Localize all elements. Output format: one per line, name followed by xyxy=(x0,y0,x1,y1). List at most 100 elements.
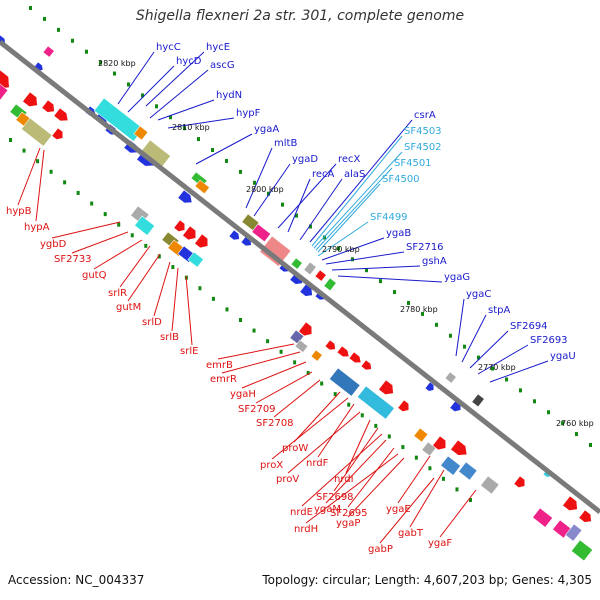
feature-layer xyxy=(0,34,593,562)
reverse-gene-label: gutQ xyxy=(82,270,107,281)
gene-block xyxy=(532,507,553,528)
gene-arrow xyxy=(177,189,193,204)
forward-gene-label: ygaB xyxy=(386,228,411,239)
reverse-gene-label: ygaF xyxy=(428,538,452,549)
tick-mark xyxy=(309,224,312,229)
forward-connector xyxy=(195,133,253,165)
gene-arrow-shape xyxy=(173,219,186,232)
forward-gene-label: ygaG xyxy=(444,272,470,283)
reverse-gene-label: emrR xyxy=(210,374,237,385)
reverse-connector xyxy=(439,489,477,538)
forward-gene-label: stpA xyxy=(488,305,510,316)
reverse-gene-label: proX xyxy=(260,460,283,471)
reverse-gene-label: SF2698 xyxy=(316,492,354,503)
forward-gene-label: ygaU xyxy=(550,351,576,362)
gene-block-shape xyxy=(259,235,292,267)
tick-mark xyxy=(337,246,340,251)
gene-block xyxy=(259,235,292,267)
gene-arrow xyxy=(432,435,447,451)
gene-arrow xyxy=(182,225,197,241)
gene-arrow-shape xyxy=(348,351,362,363)
tick-mark xyxy=(320,381,324,386)
tick-mark xyxy=(428,466,432,471)
forward-connector xyxy=(127,65,175,113)
tick-mark xyxy=(279,349,283,354)
reverse-connector xyxy=(397,455,431,504)
gene-arrow-shape xyxy=(41,99,55,113)
gene-arrow-shape xyxy=(578,509,592,523)
tick-mark xyxy=(435,322,438,327)
gene-block xyxy=(294,339,309,353)
tick-mark xyxy=(293,360,297,365)
reverse-gene-label: gabP xyxy=(368,544,393,555)
forward-connector xyxy=(331,265,421,271)
gene-arrow-shape xyxy=(360,359,372,371)
tick-mark xyxy=(463,344,466,349)
gene-arrow-shape xyxy=(177,189,193,204)
gene-arrow-shape xyxy=(51,127,64,140)
tick-mark xyxy=(469,498,472,502)
kbp-tick-label: 2800 kbp xyxy=(246,185,284,194)
reverse-gene-label: gutM xyxy=(116,302,141,313)
gene-block-shape xyxy=(480,475,500,495)
reverse-connector xyxy=(325,439,387,504)
reverse-gene-label: srlD xyxy=(142,317,162,328)
gene-arrow xyxy=(298,321,313,337)
forward-connector xyxy=(145,51,205,107)
tick-mark xyxy=(239,318,242,322)
gene-block xyxy=(444,371,457,384)
tick-mark xyxy=(441,476,445,481)
forward-connector xyxy=(321,237,385,261)
forward-gene-label: gshA xyxy=(422,256,447,267)
tick-mark xyxy=(198,286,202,291)
reverse-connector xyxy=(333,427,379,492)
tick-mark xyxy=(197,137,200,142)
tick-mark-layer xyxy=(9,6,592,502)
reverse-connector xyxy=(305,453,399,524)
gene-block xyxy=(133,125,149,141)
reverse-connector xyxy=(71,231,129,254)
tick-mark xyxy=(347,402,351,407)
gene-arrow xyxy=(578,509,592,523)
gene-block-shape xyxy=(133,125,149,141)
reverse-gene-label: nrdH xyxy=(294,524,318,535)
forward-connector xyxy=(167,117,235,129)
tick-mark xyxy=(155,104,158,109)
forward-gene-label: recX xyxy=(338,154,361,165)
forward-gene-label: SF4503 xyxy=(404,126,442,137)
forward-gene-label: SF2694 xyxy=(510,321,548,332)
tick-mark xyxy=(374,423,378,428)
tick-mark xyxy=(401,445,405,450)
forward-connector xyxy=(461,314,487,363)
gene-block xyxy=(571,539,593,562)
tick-mark xyxy=(9,138,12,142)
tick-mark xyxy=(117,222,121,227)
kbp-tick-label: 2770 kbp xyxy=(478,363,516,372)
tick-mark xyxy=(141,93,144,98)
gene-block-shape xyxy=(194,179,210,195)
reverse-connector xyxy=(185,275,193,346)
forward-gene-label: SF4500 xyxy=(382,174,420,185)
genome-summary-text: Topology: circular; Length: 4,607,203 bp… xyxy=(262,573,592,587)
gene-block-shape xyxy=(290,257,303,270)
tick-mark xyxy=(387,434,391,439)
reverse-connector xyxy=(255,371,313,404)
reverse-gene-label: nrdF xyxy=(306,458,329,469)
tick-mark xyxy=(351,257,354,262)
reverse-gene-label: ygaM xyxy=(314,504,341,515)
reverse-connector xyxy=(347,447,395,508)
gene-block xyxy=(565,523,583,542)
gene-block xyxy=(0,83,9,102)
gene-arrow xyxy=(348,351,362,363)
label-connector-layer xyxy=(17,51,549,544)
accession-text: Accession: NC_004337 xyxy=(8,573,145,587)
gene-block-shape xyxy=(471,393,485,408)
gene-block xyxy=(314,269,327,282)
gene-block-shape xyxy=(440,455,461,476)
tick-mark xyxy=(225,307,229,312)
gene-arrow-shape xyxy=(228,229,240,241)
gene-block xyxy=(134,215,155,236)
tick-mark xyxy=(103,212,107,217)
tick-mark xyxy=(455,487,459,492)
